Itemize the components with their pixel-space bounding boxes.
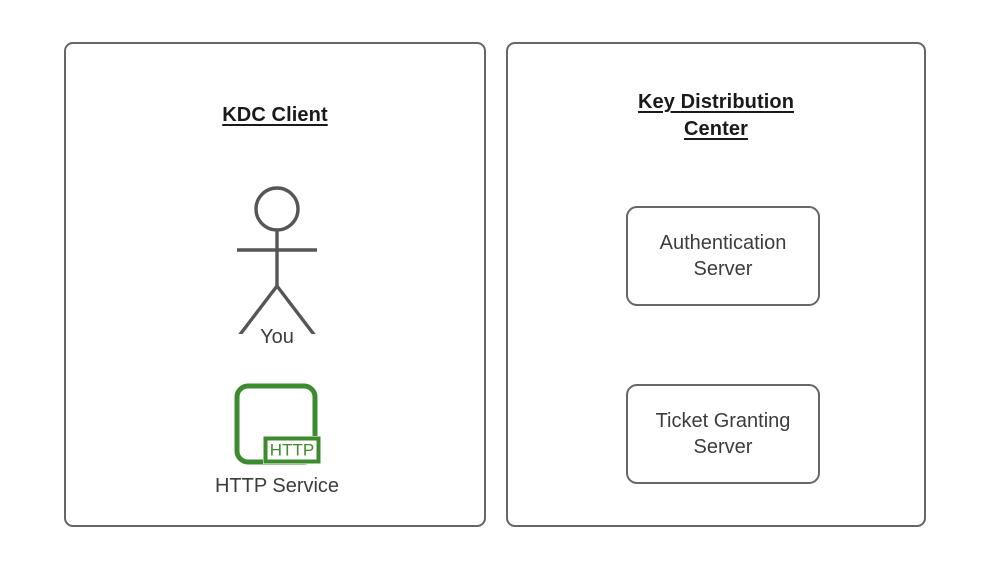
authentication-server-label-line-2: Server [693, 258, 753, 280]
stick-figure-icon [213, 154, 343, 351]
http-service-icon: HTTP [234, 383, 324, 469]
panel-title-key-distribution-center: Key Distribution Center [508, 89, 924, 143]
box-ticket-granting-server: Ticket Granting Server [626, 384, 820, 484]
panel-title-kdc-line-1: Key Distribution [637, 91, 795, 113]
ticket-granting-server-label: Ticket Granting Server [650, 408, 797, 460]
http-service-label: HTTP Service [214, 475, 340, 497]
ticket-granting-server-label-line-1: Ticket Granting [655, 410, 791, 432]
authentication-server-label: Authentication Server [654, 230, 793, 282]
authentication-server-label-line-1: Authentication [659, 232, 787, 254]
ticket-granting-server-label-line-2: Server [693, 436, 753, 458]
panel-title-kdc-client: KDC Client [66, 102, 484, 129]
box-authentication-server: Authentication Server [626, 206, 820, 306]
panel-kdc-client: KDC Client You [64, 42, 486, 527]
panel-title-kdc-line-2: Center [684, 118, 748, 140]
panel-title-kdc-client-line-1: KDC Client [222, 104, 328, 126]
svg-text:HTTP: HTTP [270, 441, 314, 460]
panel-key-distribution-center: Key Distribution Center Authentication S… [506, 42, 926, 527]
stick-figure-label: You [260, 326, 294, 348]
